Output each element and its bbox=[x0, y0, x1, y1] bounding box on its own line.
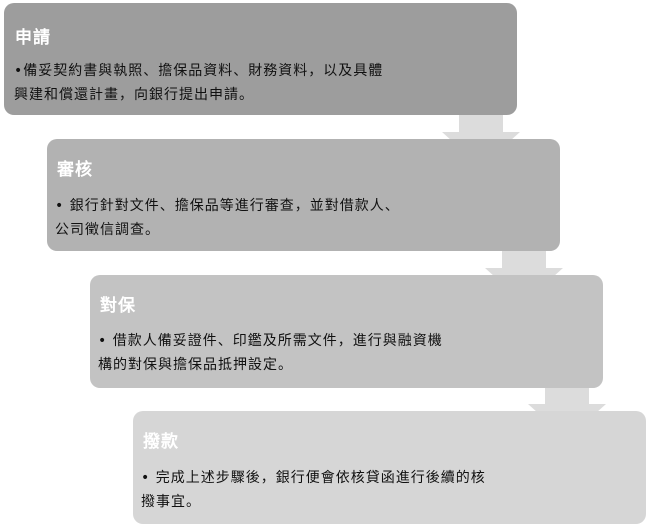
step-description-line: •備妥契約書與執照、擔保品資料、財務資料，以及具體 bbox=[14, 63, 384, 79]
step-description: • 完成上述步驟後，銀行便會依核貸函進行後續的核 撥事宜。 bbox=[141, 466, 486, 514]
step-box-review: 審核 • 銀行針對文件、擔保品等進行審查，並對借款人、 公司徵信調查。 bbox=[47, 139, 560, 251]
step-description: • 借款人備妥證件、印鑑及所需文件，進行與融資機 構的對保與擔保品抵押設定。 bbox=[98, 329, 443, 377]
step-description-line: • 借款人備妥證件、印鑑及所需文件，進行與融資機 bbox=[98, 333, 443, 349]
step-box-apply: 申請 •備妥契約書與執照、擔保品資料、財務資料，以及具體 興建和償還計畫，向銀行… bbox=[4, 3, 517, 115]
step-description-line: • 完成上述步驟後，銀行便會依核貸函進行後續的核 bbox=[141, 470, 486, 486]
step-description-line: 構的對保與擔保品抵押設定。 bbox=[98, 357, 293, 373]
step-description-line: 公司徵信調查。 bbox=[55, 222, 160, 238]
step-description-line: • 銀行針對文件、擔保品等進行審查，並對借款人、 bbox=[55, 198, 400, 214]
step-description: • 銀行針對文件、擔保品等進行審查，並對借款人、 公司徵信調查。 bbox=[55, 194, 400, 242]
step-box-verification: 對保 • 借款人備妥證件、印鑑及所需文件，進行與融資機 構的對保與擔保品抵押設定… bbox=[90, 275, 603, 388]
step-description: •備妥契約書與執照、擔保品資料、財務資料，以及具體 興建和償還計畫，向銀行提出申… bbox=[14, 59, 383, 107]
step-title: 對保 bbox=[100, 296, 136, 316]
step-title: 申請 bbox=[15, 28, 51, 48]
step-title: 撥款 bbox=[143, 432, 179, 452]
step-description-line: 興建和償還計畫，向銀行提出申請。 bbox=[14, 87, 254, 103]
step-box-disbursement: 撥款 • 完成上述步驟後，銀行便會依核貸函進行後續的核 撥事宜。 bbox=[133, 411, 646, 524]
step-description-line: 撥事宜。 bbox=[141, 494, 201, 510]
step-title: 審核 bbox=[57, 160, 93, 180]
